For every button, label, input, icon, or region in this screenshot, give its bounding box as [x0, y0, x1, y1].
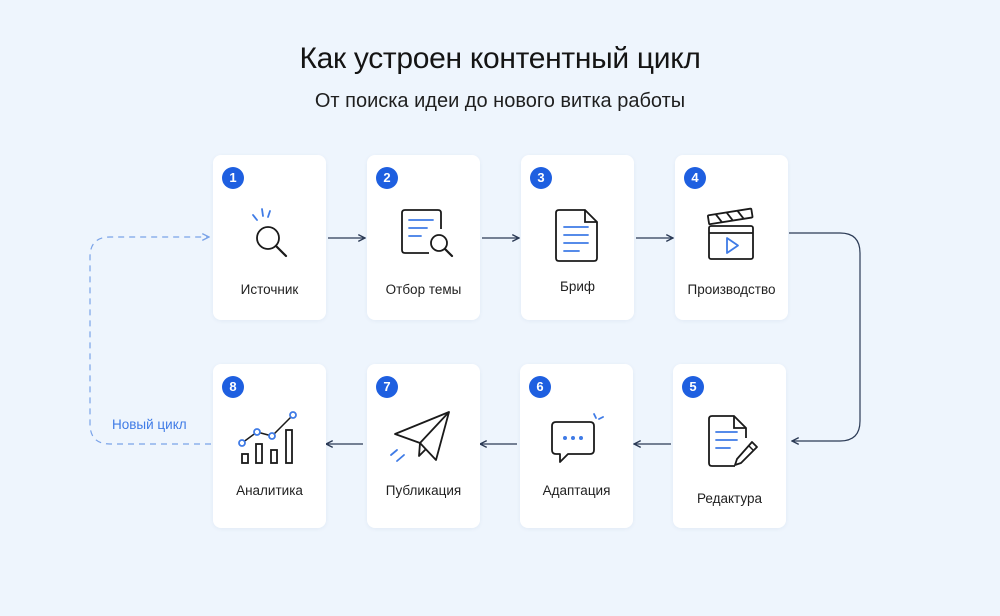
page-title: Как устроен контентный цикл: [299, 42, 701, 75]
step-card-2: 2 Отбор темы: [367, 155, 480, 320]
step-label: Адаптация: [542, 483, 611, 498]
step-number-badge: 4: [684, 167, 706, 189]
page-subtitle: От поиска идеи до нового витка работы: [314, 90, 686, 112]
arrow-4-5: [789, 232, 861, 441]
document-search-icon: [401, 209, 454, 258]
step-label: Отбор темы: [385, 282, 462, 297]
step-number-badge: 6: [529, 376, 551, 398]
analytics-chart-icon: [238, 411, 297, 464]
paper-plane-icon: [390, 411, 450, 462]
step-card-3: 3 Бриф: [521, 155, 634, 320]
step-label: Аналитика: [236, 483, 303, 498]
step-number-badge: 1: [222, 167, 244, 189]
step-label: Производство: [687, 282, 776, 297]
search-icon: [252, 208, 288, 258]
step-number-badge: 8: [222, 376, 244, 398]
loop-connector: [89, 237, 211, 445]
chat-bubble-icon: [551, 413, 604, 463]
step-number-badge: 3: [530, 167, 552, 189]
step-label: Источник: [240, 282, 299, 297]
document-edit-icon: [708, 415, 758, 467]
clapperboard-icon: [707, 207, 754, 260]
step-number-badge: 7: [376, 376, 398, 398]
step-label: Публикация: [385, 483, 462, 498]
step-card-1: 1 Источник: [213, 155, 326, 320]
new-cycle-label: Новый цикл: [112, 417, 187, 432]
step-card-5: 5 Редактура: [673, 364, 786, 528]
step-card-6: 6 Адаптация: [520, 364, 633, 528]
step-card-8: 8 Аналитика: [213, 364, 326, 528]
step-label: Бриф: [559, 279, 595, 294]
step-number-badge: 2: [376, 167, 398, 189]
step-card-7: 7 Публикация: [367, 364, 480, 528]
step-number-badge: 5: [682, 376, 704, 398]
step-label: Редактура: [696, 491, 762, 506]
document-icon: [555, 209, 598, 262]
step-card-4: 4 Производство: [675, 155, 788, 320]
